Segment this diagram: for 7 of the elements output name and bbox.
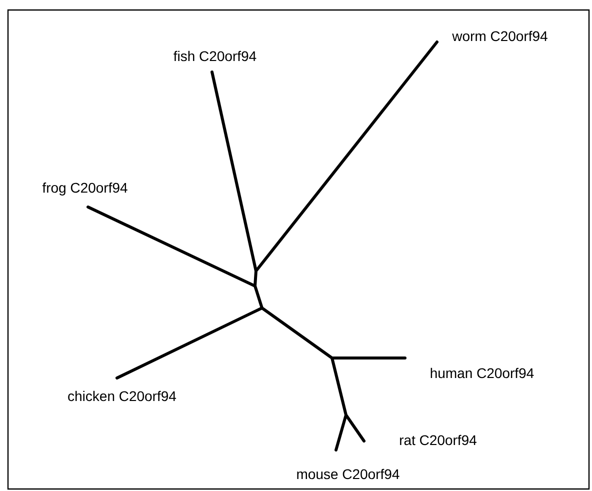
leaf-label: rat C20orf94	[400, 434, 476, 446]
leaf-label: frog C20orf94	[42, 182, 128, 196]
leaf-label: human C20orf94	[430, 368, 534, 378]
leaf-label: chicken C20orf94	[68, 390, 176, 402]
leaf-label: fish C20orf94	[174, 50, 256, 62]
leaf-label: worm C20orf94	[452, 30, 548, 42]
leaf-label: mouse C20orf94	[297, 468, 400, 480]
